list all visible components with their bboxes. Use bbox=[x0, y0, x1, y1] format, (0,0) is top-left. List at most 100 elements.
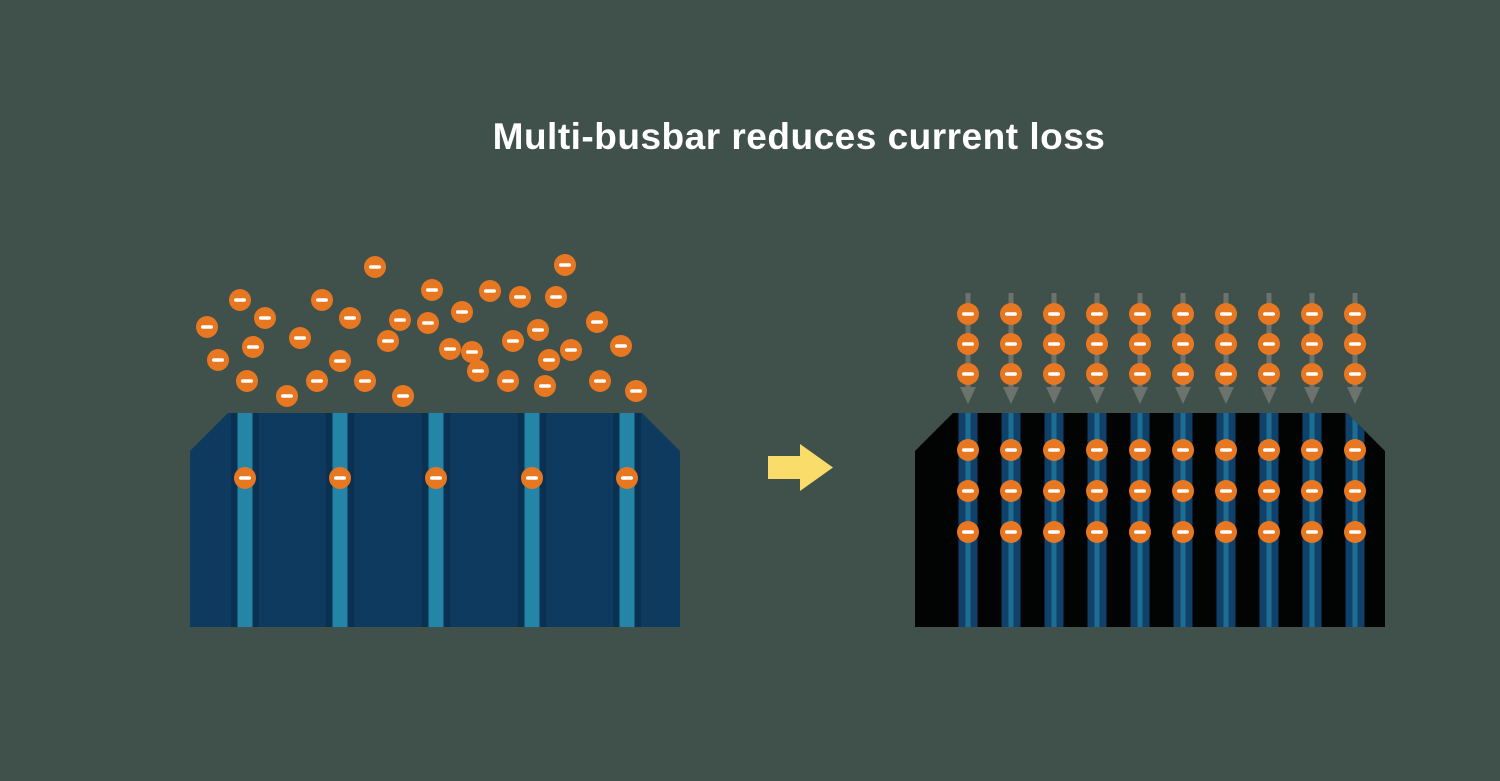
electron-icon bbox=[1344, 439, 1366, 461]
down-arrowhead-icon bbox=[1261, 387, 1277, 404]
electron-icon bbox=[1000, 439, 1022, 461]
electron-icon bbox=[545, 286, 567, 308]
electron-icon bbox=[1000, 333, 1022, 355]
electron-icon bbox=[1043, 480, 1065, 502]
electron-icon bbox=[439, 338, 461, 360]
busbar-core bbox=[1008, 413, 1014, 627]
electron-icon bbox=[229, 289, 251, 311]
electron-icon bbox=[1172, 333, 1194, 355]
electron-icon bbox=[1301, 333, 1323, 355]
electron-icon bbox=[1172, 521, 1194, 543]
electron-icon bbox=[1086, 363, 1108, 385]
electron-icon bbox=[502, 330, 524, 352]
electron-icon bbox=[377, 330, 399, 352]
busbar-core bbox=[1223, 413, 1229, 627]
electron-icon bbox=[1000, 363, 1022, 385]
electron-icon bbox=[196, 316, 218, 338]
electron-icon bbox=[1043, 303, 1065, 325]
electron-icon bbox=[1086, 521, 1108, 543]
electron-icon bbox=[1000, 521, 1022, 543]
electron-icon bbox=[1258, 333, 1280, 355]
busbar-core bbox=[1266, 413, 1272, 627]
electron-icon bbox=[451, 301, 473, 323]
electron-icon bbox=[479, 280, 501, 302]
left-cell-electrons bbox=[234, 467, 638, 489]
electron-icon bbox=[957, 363, 979, 385]
electron-icon bbox=[306, 370, 328, 392]
electron-icon bbox=[425, 467, 447, 489]
electron-icon bbox=[1258, 363, 1280, 385]
electron-icon bbox=[625, 380, 647, 402]
electron-icon bbox=[1129, 521, 1151, 543]
electron-icon bbox=[461, 341, 483, 363]
electron-icon bbox=[1344, 521, 1366, 543]
electron-icon bbox=[329, 350, 351, 372]
flow-arrow-icon bbox=[768, 444, 833, 491]
electron-icon bbox=[1258, 480, 1280, 502]
electron-icon bbox=[1301, 480, 1323, 502]
electron-icon bbox=[538, 349, 560, 371]
busbar-core bbox=[1309, 413, 1315, 627]
electron-icon bbox=[1172, 303, 1194, 325]
electron-icon bbox=[1215, 333, 1237, 355]
busbar-core bbox=[1180, 413, 1186, 627]
electron-icon bbox=[1129, 480, 1151, 502]
busbar bbox=[237, 413, 253, 627]
electron-icon bbox=[1215, 480, 1237, 502]
electron-icon bbox=[1301, 303, 1323, 325]
electron-icon bbox=[1129, 439, 1151, 461]
electron-icon bbox=[254, 307, 276, 329]
electron-icon bbox=[1129, 363, 1151, 385]
electron-icon bbox=[1043, 333, 1065, 355]
down-arrowhead-icon bbox=[1218, 387, 1234, 404]
busbar-core bbox=[965, 413, 971, 627]
electron-icon bbox=[1000, 480, 1022, 502]
electron-icon bbox=[957, 333, 979, 355]
down-arrowhead-icon bbox=[1089, 387, 1105, 404]
electron-icon bbox=[289, 327, 311, 349]
electron-icon bbox=[1344, 333, 1366, 355]
electron-icon bbox=[1086, 303, 1108, 325]
electron-icon bbox=[364, 256, 386, 278]
electron-icon bbox=[554, 254, 576, 276]
electron-icon bbox=[421, 279, 443, 301]
right-busbars bbox=[958, 413, 1365, 627]
electron-icon bbox=[616, 467, 638, 489]
electron-icon bbox=[560, 339, 582, 361]
electron-icon bbox=[1086, 480, 1108, 502]
electron-icon bbox=[589, 370, 611, 392]
electron-icon bbox=[1043, 363, 1065, 385]
electron-icon bbox=[1172, 480, 1194, 502]
electron-icon bbox=[1301, 521, 1323, 543]
electron-icon bbox=[527, 319, 549, 341]
electron-icon bbox=[339, 307, 361, 329]
electron-icon bbox=[354, 370, 376, 392]
electron-icon bbox=[1215, 521, 1237, 543]
busbar-core bbox=[1094, 413, 1100, 627]
electron-icon bbox=[1301, 439, 1323, 461]
busbar bbox=[524, 413, 540, 627]
electron-icon bbox=[957, 303, 979, 325]
electron-icon bbox=[1129, 333, 1151, 355]
electron-icon bbox=[392, 385, 414, 407]
busbar-core bbox=[1137, 413, 1143, 627]
electron-icon bbox=[1129, 303, 1151, 325]
electron-icon bbox=[311, 289, 333, 311]
busbar bbox=[619, 413, 635, 627]
electron-icon bbox=[467, 360, 489, 382]
electron-icon bbox=[234, 467, 256, 489]
down-arrowhead-icon bbox=[960, 387, 976, 404]
right-cell-electrons bbox=[957, 439, 1366, 543]
electron-icon bbox=[1043, 521, 1065, 543]
electron-icon bbox=[1258, 303, 1280, 325]
electron-icon bbox=[276, 385, 298, 407]
electron-icon bbox=[329, 467, 351, 489]
busbar-core bbox=[1352, 413, 1358, 627]
electron-icon bbox=[534, 375, 556, 397]
electron-icon bbox=[236, 370, 258, 392]
electron-icon bbox=[1086, 333, 1108, 355]
electron-icon bbox=[610, 335, 632, 357]
down-arrowhead-icon bbox=[1347, 387, 1363, 404]
